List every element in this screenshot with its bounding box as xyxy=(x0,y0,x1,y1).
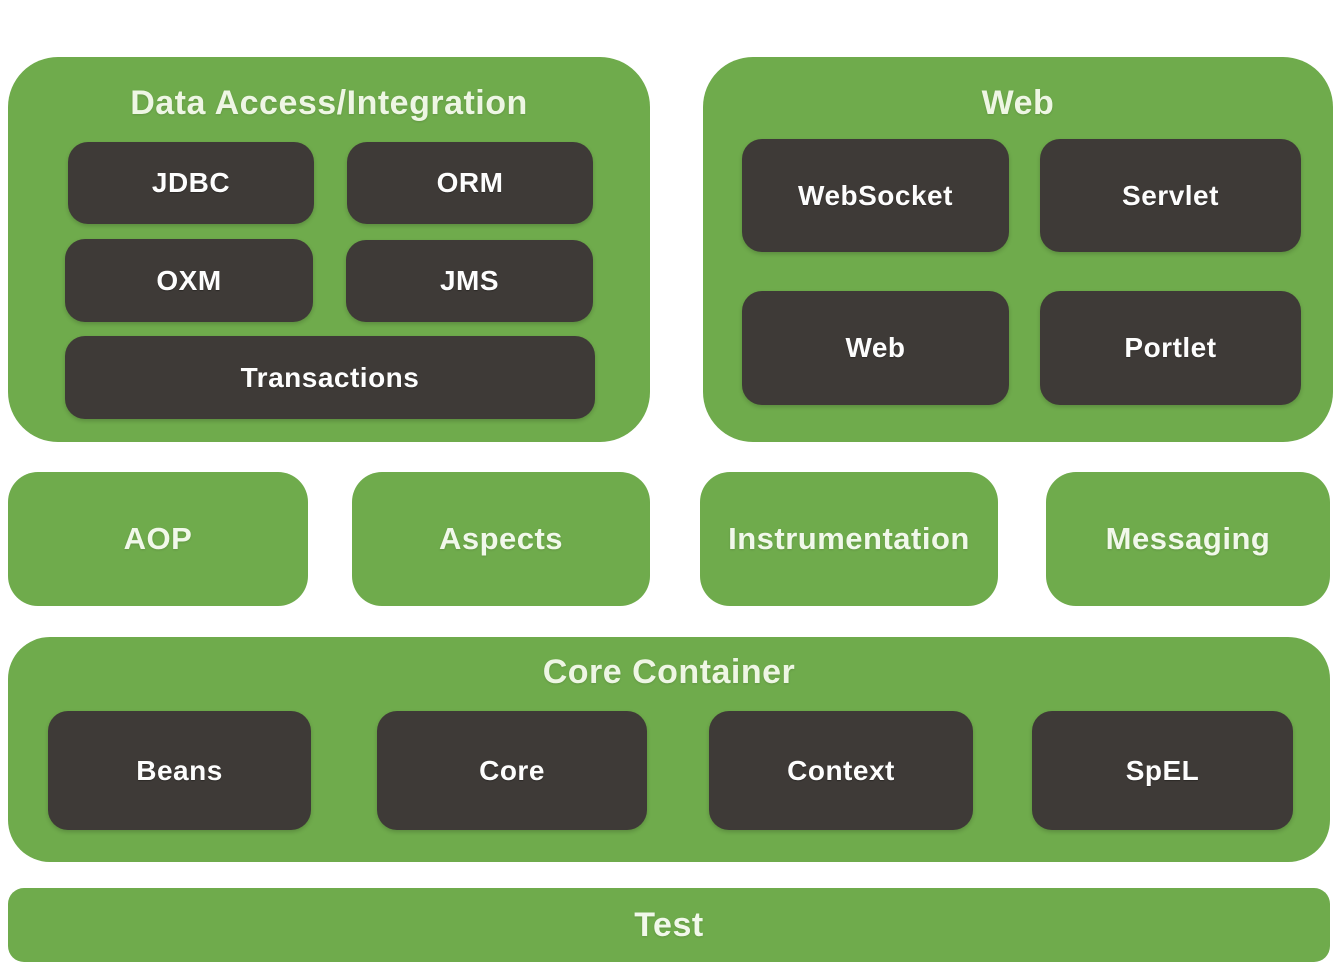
module-jms: JMS xyxy=(346,240,593,322)
module-web: Web xyxy=(742,291,1009,405)
panel-title-data-access-integration: Data Access/Integration xyxy=(130,84,528,122)
module-context: Context xyxy=(709,711,973,830)
module-oxm: OXM xyxy=(65,239,313,322)
module-aop: AOP xyxy=(8,472,308,606)
module-portlet: Portlet xyxy=(1040,291,1301,405)
module-jdbc: JDBC xyxy=(68,142,314,224)
module-core: Core xyxy=(377,711,647,830)
module-transactions: Transactions xyxy=(65,336,595,419)
module-beans: Beans xyxy=(48,711,311,830)
module-websocket: WebSocket xyxy=(742,139,1009,252)
panel-test: Test xyxy=(8,888,1330,962)
module-aspects: Aspects xyxy=(352,472,650,606)
module-servlet: Servlet xyxy=(1040,139,1301,252)
panel-title-core-container: Core Container xyxy=(542,653,796,691)
panel-data-access-integration: Data Access/Integration JDBC ORM OXM JMS… xyxy=(8,57,650,442)
module-instrumentation: Instrumentation xyxy=(700,472,998,606)
module-orm: ORM xyxy=(347,142,593,224)
module-spel: SpEL xyxy=(1032,711,1293,830)
panel-core-container: Core Container Beans Core Context SpEL xyxy=(8,637,1330,862)
module-messaging: Messaging xyxy=(1046,472,1330,606)
panel-web: Web WebSocket Servlet Web Portlet xyxy=(703,57,1333,442)
panel-title-web: Web xyxy=(981,84,1055,122)
